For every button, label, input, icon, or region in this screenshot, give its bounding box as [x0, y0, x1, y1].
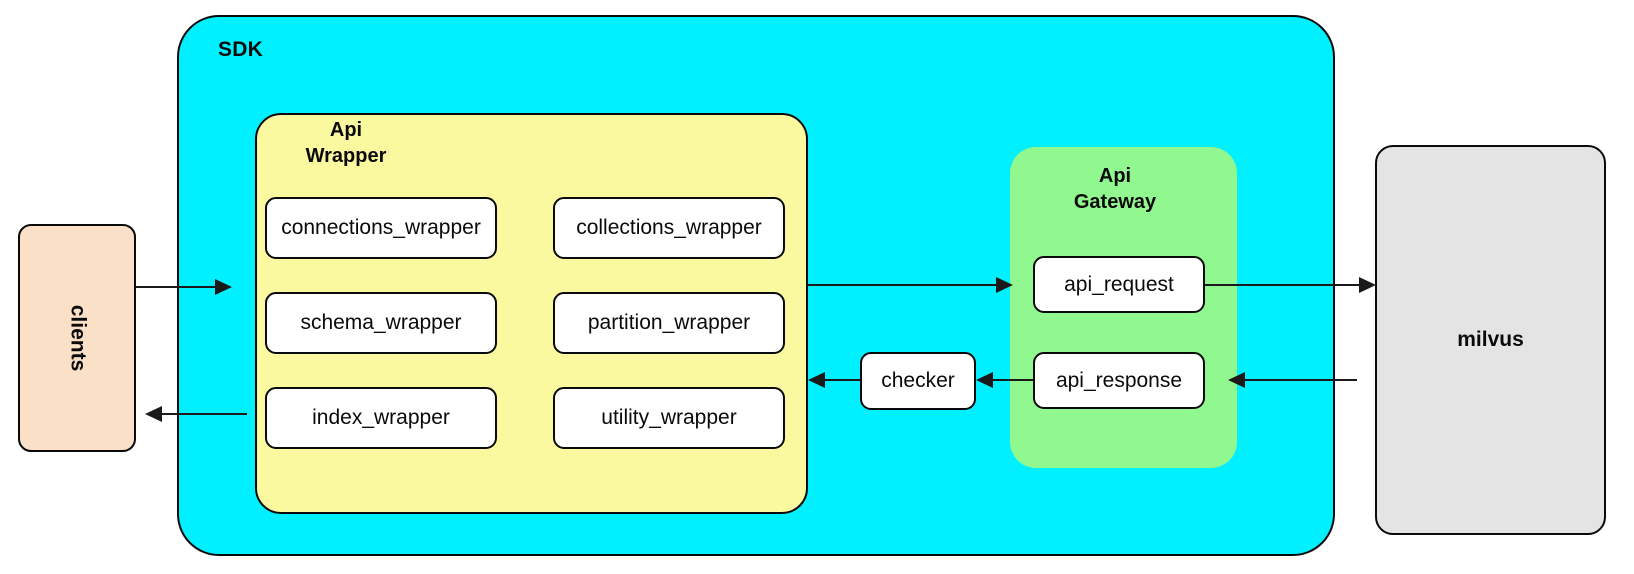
edge-wrapper-to-gateway-line — [808, 284, 1000, 286]
edge-request-to-milvus-arrowhead — [1359, 277, 1376, 293]
milvus-node[interactable]: milvus — [1375, 145, 1606, 535]
edge-checker-to-wrapper-arrowhead — [808, 372, 825, 388]
node-connections-wrapper[interactable]: connections_wrapper — [265, 197, 497, 259]
api-gateway-label: Api Gateway — [1020, 163, 1210, 215]
milvus-label: milvus — [1457, 328, 1524, 351]
node-api-response[interactable]: api_response — [1033, 352, 1205, 409]
node-index-wrapper[interactable]: index_wrapper — [265, 387, 497, 449]
edge-sdk-to-clients-arrowhead — [145, 406, 162, 422]
clients-label: clients — [66, 304, 89, 372]
edge-milvus-to-response-line — [1232, 379, 1357, 381]
edge-request-to-milvus-line — [1205, 284, 1363, 286]
edge-milvus-to-response-arrowhead — [1228, 372, 1245, 388]
node-partition-wrapper[interactable]: partition_wrapper — [553, 292, 785, 354]
edge-wrapper-to-gateway-arrowhead — [996, 277, 1013, 293]
edge-clients-to-sdk-line — [136, 286, 218, 288]
api-wrapper-label: Api Wrapper — [256, 117, 436, 169]
edge-clients-to-sdk-arrowhead — [215, 279, 232, 295]
edge-sdk-to-clients-line — [162, 413, 247, 415]
api-gateway-label-line2: Gateway — [1073, 191, 1157, 213]
edge-response-to-checker-arrowhead — [976, 372, 993, 388]
node-api-request[interactable]: api_request — [1033, 256, 1205, 313]
api-gateway-label-line1: Api — [1098, 165, 1132, 187]
edge-checker-to-wrapper-line — [824, 379, 860, 381]
clients-node[interactable]: clients — [18, 224, 136, 452]
node-checker[interactable]: checker — [860, 352, 976, 410]
node-schema-wrapper[interactable]: schema_wrapper — [265, 292, 497, 354]
sdk-label: SDK — [218, 38, 263, 61]
api-wrapper-label-line2: Wrapper — [305, 145, 387, 167]
node-utility-wrapper[interactable]: utility_wrapper — [553, 387, 785, 449]
edge-response-to-checker-line — [990, 379, 1033, 381]
node-collections-wrapper[interactable]: collections_wrapper — [553, 197, 785, 259]
api-wrapper-label-line1: Api — [329, 119, 363, 141]
